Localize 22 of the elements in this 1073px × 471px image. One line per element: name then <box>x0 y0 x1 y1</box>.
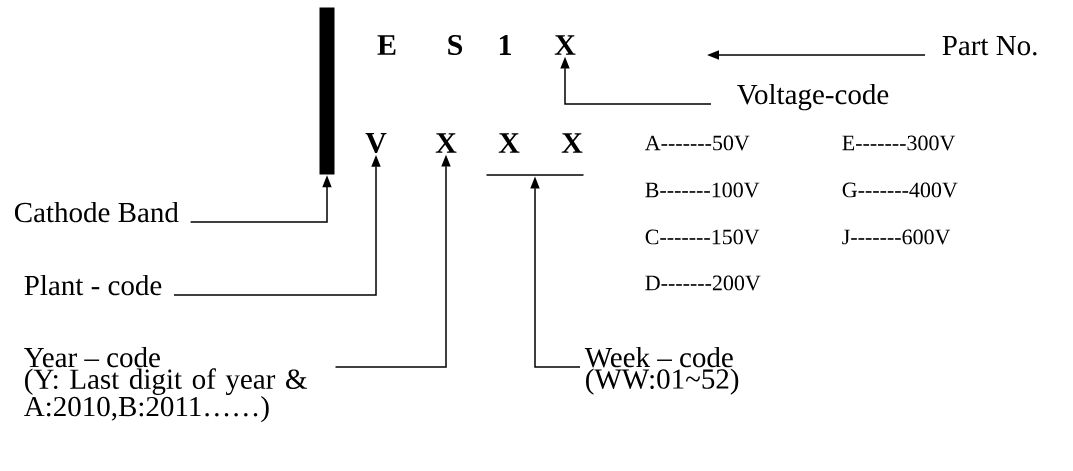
marking-character: X <box>554 35 576 55</box>
callout-label: Week – code (WW:01~52) <box>584 346 739 395</box>
voltage-table-entry: C-------150V <box>645 229 760 245</box>
marking-character: X <box>498 133 520 153</box>
voltage-table-entry: E-------300V <box>842 135 956 151</box>
callout-label: Voltage-code <box>737 83 889 111</box>
marking-character: V <box>365 132 387 154</box>
callout-label: Part No. <box>942 36 1037 56</box>
voltage-table-entry: B-------100V <box>645 182 760 198</box>
callout-label: Cathode Band <box>14 201 179 223</box>
underline-bar <box>486 174 584 176</box>
callout-label: Year – code (Y: Last digit of year & A:2010,B:2011……) <box>24 346 307 423</box>
callout-label: Plant - code <box>24 274 162 296</box>
voltage-table-entry: A-------50V <box>645 135 750 151</box>
voltage-table-entry: D-------200V <box>645 275 761 291</box>
voltage-table-entry: J-------600V <box>842 229 951 245</box>
marking-character: X <box>561 133 583 153</box>
marking-character: E <box>377 35 396 55</box>
voltage-table-entry: G-------400V <box>842 182 958 198</box>
marking-character: X <box>435 133 457 153</box>
marking-character: S <box>448 34 463 56</box>
marking-character: 1 <box>499 35 511 55</box>
